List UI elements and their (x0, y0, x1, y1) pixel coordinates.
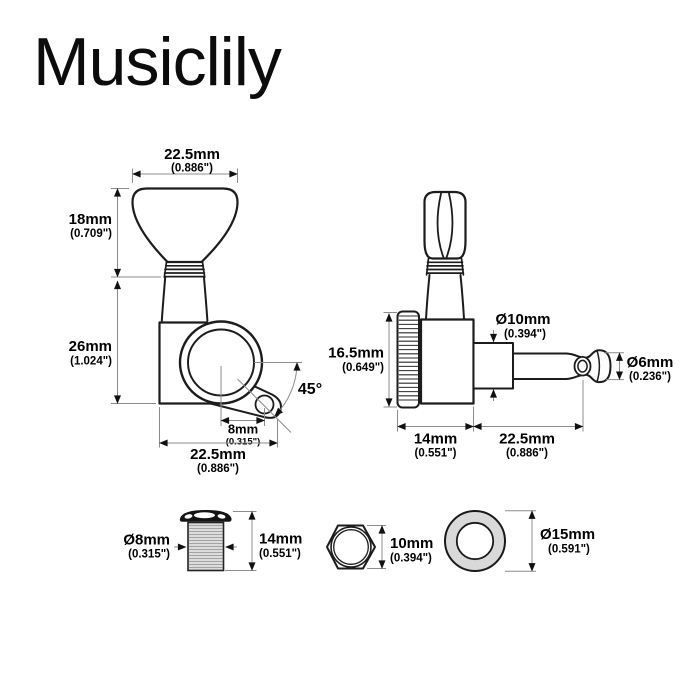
dim-label: 10mm (390, 535, 433, 552)
dim-label: 8mm (228, 422, 258, 437)
hex-nut-outline (326, 524, 376, 570)
dim-bushing-height: 14mm (0.551") (225, 511, 302, 571)
dim-label: Ø8mm (123, 532, 170, 549)
dim-label-inch: (0.551") (415, 448, 457, 460)
post-tip-cap-edge (596, 349, 601, 383)
dim-bushing-dia: Ø8mm (0.315") (123, 532, 237, 561)
hex-nut-circle-inner (333, 529, 369, 565)
washer-inner (455, 521, 495, 561)
tuner-side-view: 16.5mm (0.649") Ø10mm (0.394") Ø6mm (0.2… (328, 190, 674, 460)
ear-angle-annotation: 45° (237, 362, 322, 433)
dim-housing-height: 16.5mm (0.649") (328, 312, 397, 408)
dim-label: Ø10mm (495, 311, 550, 328)
bushing-threads (188, 525, 223, 568)
dim-label: Ø15mm (540, 526, 595, 543)
tuner-button-side (423, 190, 467, 260)
bushing-cap-slot (184, 514, 193, 519)
button-neck-rings-side (425, 257, 465, 276)
dim-label-inch: (1.024") (70, 356, 112, 368)
dim-label: 22.5mm (164, 146, 220, 163)
button-neck-rings (163, 261, 206, 279)
ear-angle-label: 45° (298, 381, 322, 398)
string-hole-outer (573, 356, 592, 377)
dim-post-dia: Ø6mm (0.236") (604, 352, 674, 383)
dim-button-height: 18mm (0.709") (69, 188, 161, 278)
dim-label: 26mm (69, 338, 112, 355)
dim-label-inch: (0.649") (342, 362, 384, 374)
dim-button-width: 22.5mm (0.886") (132, 146, 238, 183)
washer-part: Ø15mm (0.591") (444, 510, 595, 572)
dim-label: 14mm (259, 531, 302, 548)
dim-label: 22.5mm (190, 446, 246, 463)
dim-body-width: 22.5mm (0.886") (159, 407, 278, 475)
dim-label-inch: (0.236") (629, 371, 671, 383)
hex-nut-part: 10mm (0.394") (326, 524, 433, 570)
dim-label-inch: (0.886") (171, 163, 213, 175)
dim-label-inch: (0.591") (548, 544, 590, 556)
housing-body-side (419, 318, 475, 405)
hex-nut-circle-outer (330, 526, 372, 568)
dim-label: 16.5mm (328, 345, 384, 362)
button-shaft-side (425, 274, 465, 320)
dim-label-inch: (0.551") (259, 548, 301, 560)
dim-label: 18mm (69, 211, 112, 228)
dim-label-inch: (0.886") (506, 448, 548, 460)
button-side-contours (436, 192, 454, 259)
dim-bushing-step-dia: Ø10mm (0.394") (490, 311, 551, 401)
knurled-gear (396, 310, 420, 409)
bushing-cap-slot (194, 512, 215, 519)
string-hole-inner (577, 359, 588, 373)
dim-housing-depth: 14mm (0.551") (397, 406, 474, 460)
dim-washer-dia: Ø15mm (0.591") (505, 510, 595, 572)
dim-label-inch: (0.886") (197, 463, 239, 475)
dim-post-length: 22.5mm (0.886") (473, 380, 584, 460)
string-post (512, 352, 568, 380)
tuner-front-view: 45° 22.5mm (0.886") 18mm (0.709") (69, 146, 322, 475)
bushing-cap-slot (217, 514, 226, 519)
tuner-button-front (131, 187, 239, 264)
dim-label: 22.5mm (499, 431, 555, 448)
dim-label: Ø6mm (627, 354, 674, 371)
button-shaft-front (160, 276, 209, 322)
dim-label: 14mm (414, 431, 457, 448)
knurl-hatch (398, 315, 419, 401)
bushing-part: Ø8mm (0.315") 14mm (0.551") (123, 509, 302, 572)
dim-label-inch: (0.709") (70, 228, 112, 240)
bushing-step (472, 342, 514, 390)
dim-body-height: 26mm (1.024") (69, 280, 156, 404)
dim-nut-size: 10mm (0.394") (367, 525, 433, 569)
brand-logo: Musiclily (33, 24, 282, 100)
dim-label-inch: (0.315") (128, 549, 170, 561)
dim-label-inch: (0.394") (504, 329, 546, 341)
housing-body-front (158, 321, 226, 405)
dim-label-inch: (0.394") (390, 553, 432, 565)
